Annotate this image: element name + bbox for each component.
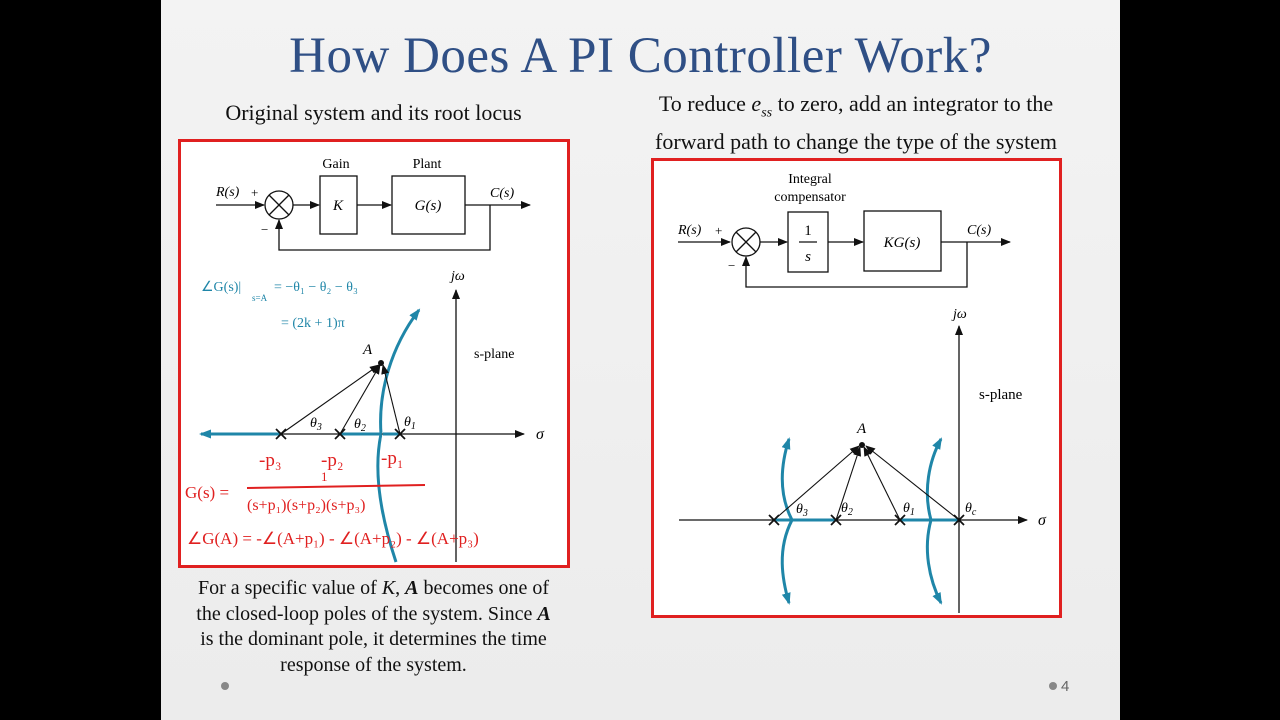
- output-label: C(s): [490, 186, 514, 201]
- caption-a2: A: [537, 602, 551, 625]
- locus-branch-lower: [376, 433, 398, 563]
- r-vector-p1: [863, 446, 901, 521]
- r-minus-sign: −: [728, 258, 735, 273]
- right-heading-line2: forward path to change the type of the s…: [655, 129, 1057, 155]
- point-a-label: A: [362, 342, 373, 358]
- hw-p3: -p₃: [259, 450, 281, 471]
- hw-g: G(s) =: [185, 483, 229, 502]
- gain-label: Gain: [322, 157, 349, 172]
- r-locus-right-up: [925, 437, 943, 521]
- slide-title: How Does A PI Controller Work?: [289, 28, 992, 84]
- slide: How Does A PI Controller Work? Original …: [161, 0, 1120, 720]
- feedback-path: [275, 205, 491, 251]
- plant-block: [391, 175, 466, 235]
- r-vector-p3: [773, 445, 860, 521]
- angle-eq-lhs: ∠G(s)|: [201, 280, 241, 295]
- right-heading-e: e: [751, 91, 762, 116]
- gain-block-label: K: [332, 198, 344, 214]
- hw-denominator: (s+p₁)(s+p₂)(s+p₃): [247, 497, 365, 514]
- r-point-a-marker: [859, 442, 865, 448]
- caption: For a specific value of K, A becomes one…: [191, 576, 556, 678]
- page-number: 4: [1061, 678, 1070, 695]
- caption-part1: For a specific value of: [197, 577, 382, 599]
- r-summing-junction: [731, 227, 761, 257]
- splane-label: s-plane: [474, 347, 514, 362]
- caption-part2: ,: [395, 577, 406, 599]
- left-diagram-panel: Gain Plant R(s) + − K G(s) C(s) ∠G(s)|: [178, 139, 570, 568]
- right-diagram-svg: Integral compensator R(s) + − 1 s KG(s) …: [677, 172, 1047, 613]
- left-heading: Original system and its root locus: [225, 100, 522, 125]
- r-splane-label: s-plane: [979, 387, 1023, 403]
- summing-junction: [264, 190, 294, 220]
- input-label: R(s): [215, 185, 240, 200]
- plus-sign: +: [251, 185, 258, 200]
- jw-label: jω: [449, 269, 465, 284]
- r-jw-label: jω: [951, 307, 967, 322]
- r-point-a-label: A: [856, 421, 867, 437]
- r-vector-pc: [865, 445, 960, 521]
- angle-eq-rhs: = −θ₁ − θ₂ − θ₃: [274, 280, 358, 295]
- sigma-label: σ: [536, 426, 545, 443]
- caption-k: K: [381, 577, 396, 599]
- caption-a1: A: [405, 577, 419, 599]
- r-plant-label: KG(s): [883, 235, 921, 251]
- int-numerator: 1: [804, 223, 812, 239]
- locus-branch-upper: [379, 308, 421, 435]
- int-denominator: s: [805, 249, 811, 265]
- theta2-label: θ2: [354, 417, 366, 434]
- angle-condition: ∠G(s)| s=A = −θ₁ − θ₂ − θ₃ = (2k + 1)π: [201, 280, 358, 331]
- minus-sign: −: [261, 222, 268, 237]
- right-heading-part1: To reduce: [658, 91, 752, 116]
- theta1-label: θ1: [404, 415, 416, 432]
- hw-fraction-bar: [246, 484, 426, 489]
- hw-p2: -p₂: [321, 450, 343, 471]
- r-vector-p2: [835, 446, 861, 521]
- r-input-label: R(s): [677, 223, 702, 238]
- plant-label: Plant: [413, 157, 442, 172]
- slide-bullet-dot: [221, 682, 229, 690]
- r-theta1-label: θ1: [903, 501, 915, 518]
- vector-p1-to-a: [381, 364, 401, 435]
- r-locus-right-down: [925, 519, 943, 605]
- r-plus-sign: +: [715, 223, 722, 238]
- right-heading: To reduce ess to zero, add an integrator…: [606, 89, 1106, 156]
- hw-p1: -p₁: [381, 448, 403, 469]
- gain-block: [319, 175, 358, 235]
- caption-part3: becomes one of the closed-loop poles of …: [196, 577, 550, 625]
- point-a-marker: [378, 360, 384, 366]
- pole-markers: [275, 428, 406, 440]
- right-diagram-panel: Integral compensator R(s) + − 1 s KG(s) …: [651, 158, 1062, 618]
- page-dot: [1049, 682, 1057, 690]
- r-plant-block: [863, 210, 942, 272]
- hw-angle-eq: ∠G(A) = -∠(A+p₁) - ∠(A+p₂) - ∠(A+p₃): [187, 529, 479, 548]
- hw-numerator: 1: [321, 469, 328, 484]
- r-thetac-label: θc: [965, 501, 977, 518]
- r-theta2-label: θ2: [841, 501, 853, 518]
- right-heading-part2: to zero, add an integrator to the: [772, 91, 1054, 116]
- r-theta3-label: θ3: [796, 502, 808, 519]
- r-locus-left-down: [780, 519, 794, 605]
- r-output-label: C(s): [967, 223, 991, 238]
- plant-block-label: G(s): [415, 198, 442, 214]
- caption-part4: is the dominant pole, it determines the …: [200, 628, 547, 676]
- r-locus-left-up: [780, 437, 794, 521]
- theta3-label: θ3: [310, 416, 322, 433]
- r-pole-markers: [768, 514, 965, 526]
- angle-eq-line2: = (2k + 1)π: [281, 316, 345, 331]
- handwritten-notes: -p₃ -p₂ -p₁ 1 G(s) = (s+p₁)(s+p₂)(s+p₃) …: [185, 448, 479, 548]
- angle-eq-sub: s=A: [252, 293, 268, 303]
- r-sigma-label: σ: [1038, 512, 1047, 529]
- comp-label-line2: compensator: [774, 190, 846, 205]
- vector-p3-to-a: [280, 364, 380, 435]
- left-diagram-svg: Gain Plant R(s) + − K G(s) C(s) ∠G(s)|: [185, 157, 545, 563]
- right-heading-sub: ss: [761, 105, 773, 121]
- vector-p2-to-a: [339, 364, 381, 435]
- comp-label-line1: Integral: [788, 172, 832, 187]
- r-feedback-path: [742, 242, 968, 288]
